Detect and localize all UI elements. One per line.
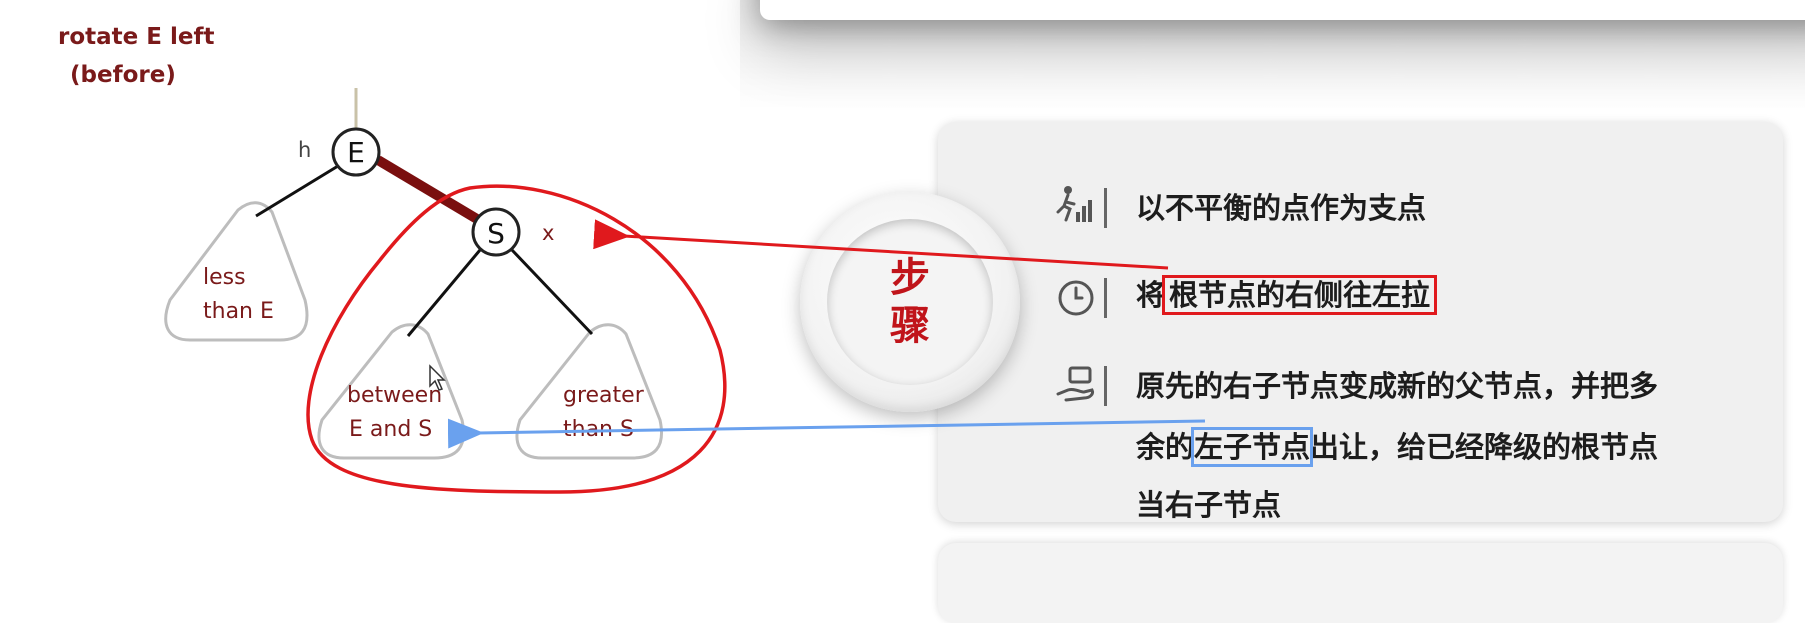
steps-badge: 步 骤 [800,192,1020,412]
label-x: x [542,221,554,245]
subtree-between-e-and-s [317,323,465,460]
steps-card [938,122,1783,522]
label-h: h [298,138,311,162]
edge-s-left [406,249,482,337]
step3-line1: 原先的右子节点变成新的父节点，并把多 [1136,369,1659,403]
badge-char-1: 步 [890,255,930,301]
step3-separator [1104,366,1107,406]
node-s [471,207,521,257]
step1-separator [1104,188,1107,228]
node-e-label: E [347,136,365,169]
step2-prefix: 将 [1136,278,1166,312]
step3-line2-prefix: 余的 [1136,430,1195,464]
step2-highlight: 根节点的右侧往左拉 [1162,275,1438,315]
edge-e-left [255,164,339,218]
clock-icon [1054,276,1098,320]
edge-s-right [510,248,594,336]
node-e [331,127,381,177]
subtree-less-than-e [164,201,309,342]
node-s-label: S [487,217,505,250]
subtree-left-line1: less [203,265,246,290]
step3-line3: 当右子节点 [1136,488,1282,522]
step1-text: 以不平衡的点作为支点 [1136,191,1427,225]
badge-char-2: 骤 [890,303,930,349]
diagram-title-line1: rotate E left [58,24,214,50]
subtree-right-line1: greater [563,383,645,408]
subtree-right-line2: than S [563,417,634,442]
edge-e-s-red-link [375,155,485,227]
subtree-mid-line1: between [347,383,442,408]
next-card [938,543,1783,623]
step3-line2-highlight: 左子节点 [1191,427,1314,467]
subtree-mid-line2: E and S [349,417,432,442]
step2-text: 将根节点的右侧往左拉 [1136,266,1438,324]
step3-line2-suffix: 出让，给已经降级的根节点 [1310,430,1659,464]
step3-line2: 余的左子节点出让，给已经降级的根节点 [1136,418,1658,476]
top-panel [760,0,1805,20]
hand-giving-icon [1054,364,1098,408]
step-progress-icon [1054,184,1098,228]
step2-separator [1104,278,1107,318]
subtree-left-line2: than E [203,299,274,324]
steps-badge-inner: 步 骤 [827,219,993,385]
mouse-cursor-icon [429,364,446,391]
diagram-title-line2: (before) [70,62,176,88]
